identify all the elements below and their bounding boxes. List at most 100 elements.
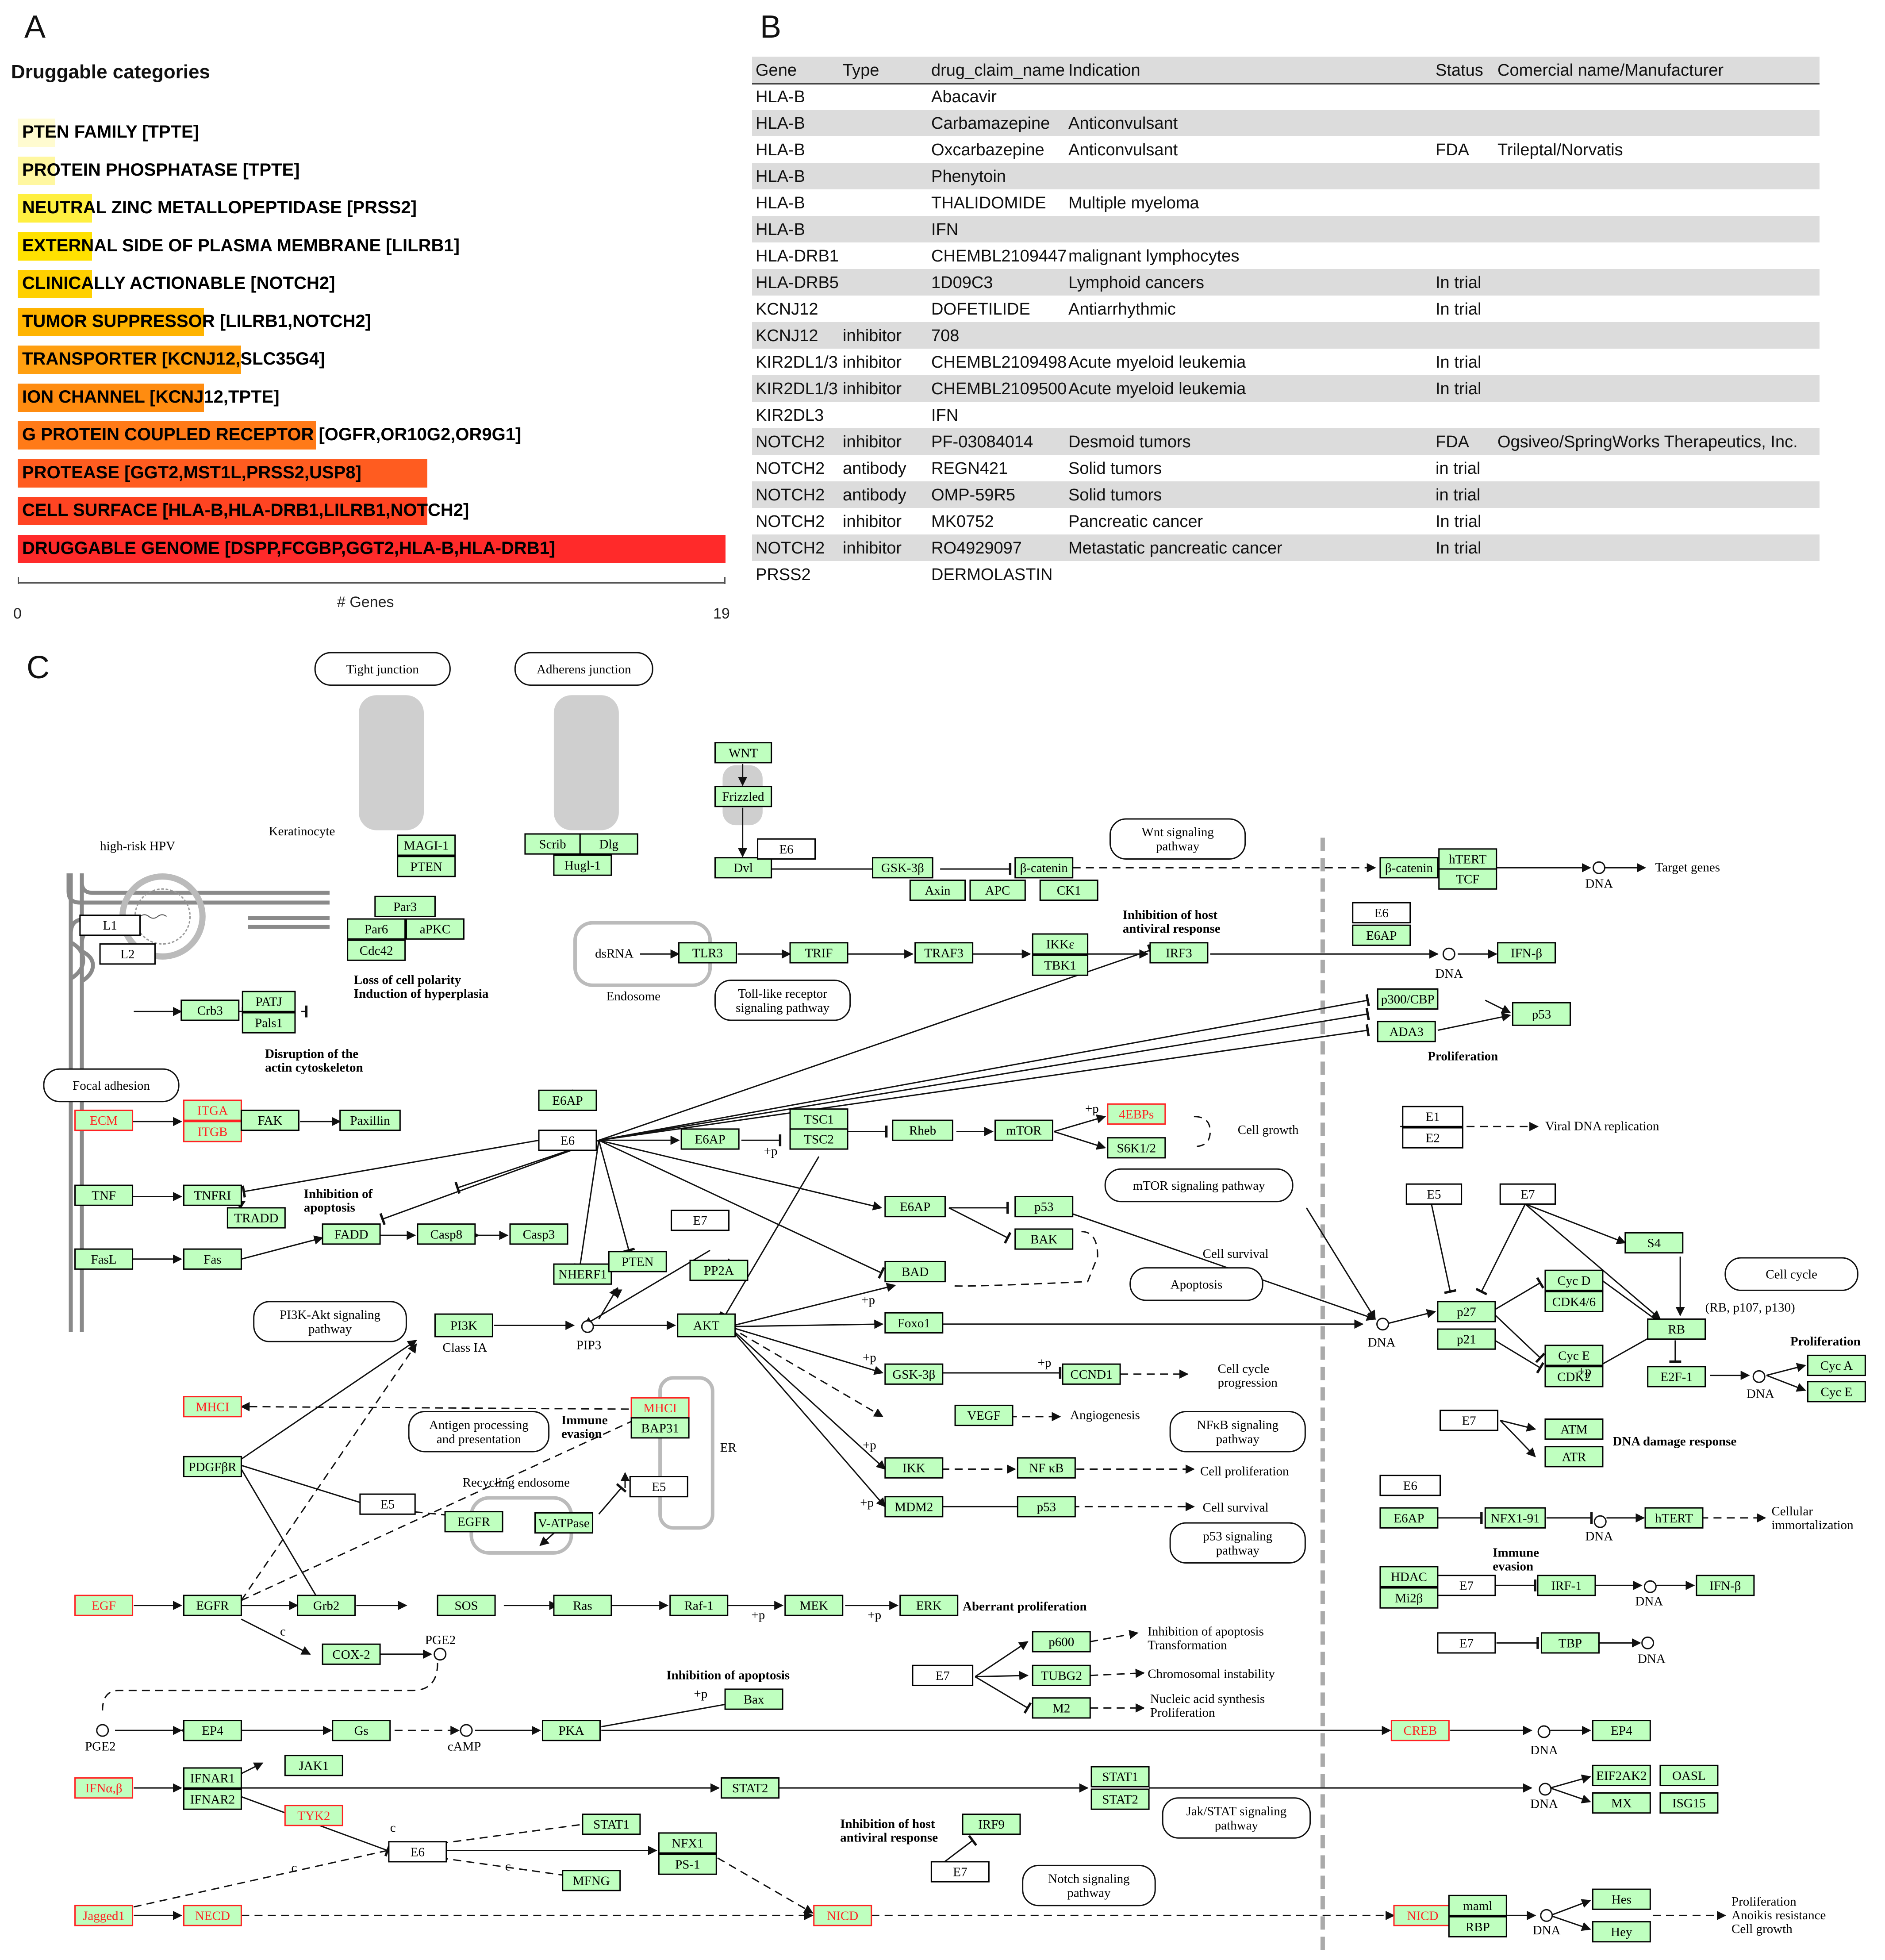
gene-vatp: V-ATPase (534, 1512, 594, 1534)
edge-line (599, 1008, 1370, 1141)
edge-line (1500, 1419, 1536, 1432)
table-cell: Metastatic pancreatic cancer (1068, 539, 1282, 557)
label-dna5: DNA (1585, 1530, 1613, 1544)
edge-line (1766, 1375, 1806, 1392)
gene-box (872, 857, 933, 879)
gene-box (582, 1814, 641, 1835)
gene-e6ap_r: E6AP (1352, 924, 1411, 946)
x-axis-tick-max (724, 577, 726, 584)
gene-label: GSK-3β (881, 861, 924, 875)
label-p6: +p (863, 1438, 876, 1452)
table-cell: Acute myeloid leukemia (1068, 380, 1246, 398)
gene-label: ECM (90, 1114, 118, 1128)
gene-box (1149, 942, 1209, 964)
gene-label: E6 (779, 842, 793, 857)
gene-label: S6K1/2 (1117, 1141, 1156, 1155)
gene-label: TBP (1559, 1636, 1582, 1650)
table-cell: HLA-B (756, 88, 805, 106)
label-p11: +p (1578, 1364, 1591, 1379)
gene-label: Jagged1 (83, 1909, 125, 1923)
label-p7: +p (860, 1495, 874, 1510)
edge-line (1305, 1207, 1376, 1320)
gene-box (183, 1099, 242, 1121)
gene-box (757, 838, 816, 860)
gene-p53r: p53 (1512, 1002, 1571, 1026)
gene-label: TRAF3 (924, 946, 964, 960)
table-cell: REGN421 (931, 459, 1008, 478)
table-cell: KIR2DL3 (756, 406, 824, 425)
gene-label: CREB (1403, 1724, 1437, 1738)
table-cell: inhibitor (843, 512, 902, 531)
gene-label: MDM2 (895, 1500, 933, 1514)
gene-traf3: TRAF3 (914, 942, 974, 964)
gene-box (1544, 1269, 1604, 1291)
gene-label: RB (1668, 1322, 1685, 1337)
table-cell: Solid tumors (1068, 459, 1162, 478)
gene-box (437, 1595, 496, 1616)
gene-p600: p600 (1032, 1631, 1091, 1653)
gene-tyk2: TYK2 (284, 1805, 343, 1826)
gene-label: FADD (334, 1227, 369, 1241)
gene-tbp: TBP (1540, 1632, 1600, 1654)
gene-label: Scrib (539, 838, 566, 852)
gene-label: E6 (1374, 906, 1389, 920)
gene-ecm: ECM (74, 1109, 134, 1131)
gene-box (1437, 1328, 1496, 1350)
gene-ikk: IKK (884, 1457, 944, 1479)
dna-node-circle (1593, 1515, 1607, 1528)
gene-box (1647, 1318, 1706, 1340)
gene-label: NFX1 (672, 1837, 704, 1851)
gene-box (1032, 1631, 1091, 1653)
gene-label: EGFR (196, 1599, 229, 1613)
gene-box (1512, 1002, 1571, 1026)
edge-line (728, 1326, 883, 1418)
gene-box (183, 1720, 242, 1741)
category-label: G PROTEIN COUPLED RECEPTOR [OGFR,OR10G2,… (22, 425, 522, 444)
gene-label: E5 (380, 1498, 395, 1512)
gene-box (397, 856, 456, 877)
table-cell: CHEMBL2109447 (931, 247, 1067, 265)
gene-e7f: E7 (1437, 1632, 1496, 1654)
gene-cdk46: CDK4/6 (1544, 1291, 1604, 1312)
gene-tsc2: TSC2 (789, 1128, 848, 1150)
dna-node-circle (1537, 1725, 1551, 1738)
gene-label: E6AP (900, 1200, 930, 1214)
label-cellsurv2: Cell survival (1203, 1501, 1269, 1515)
gene-tcf: TCF (1438, 868, 1497, 890)
gene-label: GSK-3β (892, 1368, 935, 1382)
gene-box (339, 1109, 401, 1131)
gene-box (630, 1417, 690, 1439)
gene-mdm2: MDM2 (884, 1496, 944, 1518)
category-label: EXTERNAL SIDE OF PLASMA MEMBRANE [LILRB1… (22, 235, 460, 255)
edge-line (1525, 1203, 1626, 1245)
pathway-box (514, 652, 653, 686)
edge-line (241, 1343, 417, 1601)
category-label: PROTEIN PHOSPHATASE [TPTE] (22, 160, 300, 180)
gene-box (1379, 1507, 1439, 1529)
gene-pi3k: PI3K (434, 1313, 493, 1337)
gene-label: Cyc E (1558, 1349, 1590, 1363)
table-cell: Phenytoin (931, 167, 1006, 186)
gene-label: Cyc A (1820, 1359, 1853, 1373)
dna-node-circle (434, 1648, 447, 1661)
gene-irf1: IRF-1 (1537, 1575, 1596, 1596)
label-cellprolif: Cell proliferation (1200, 1464, 1289, 1479)
edge-line (1385, 1309, 1436, 1325)
gene-l2: L2 (99, 943, 156, 965)
gene-stat2a: STAT2 (721, 1777, 780, 1799)
category-label: CELL SURFACE [HLA-B,HLA-DRB1,LILRB1,NOTC… (22, 500, 469, 520)
gene-label: EIF2AK2 (1596, 1769, 1647, 1783)
table-cell: HLA-B (756, 220, 805, 239)
gene-label: Dvl (733, 861, 753, 875)
gene-cyce2: Cyc E (1807, 1381, 1866, 1403)
gene-label: p53 (1034, 1200, 1054, 1214)
table-cell: RO4929097 (931, 539, 1022, 557)
category-row: PROTEIN PHOSPHATASE [TPTE] (18, 156, 726, 185)
